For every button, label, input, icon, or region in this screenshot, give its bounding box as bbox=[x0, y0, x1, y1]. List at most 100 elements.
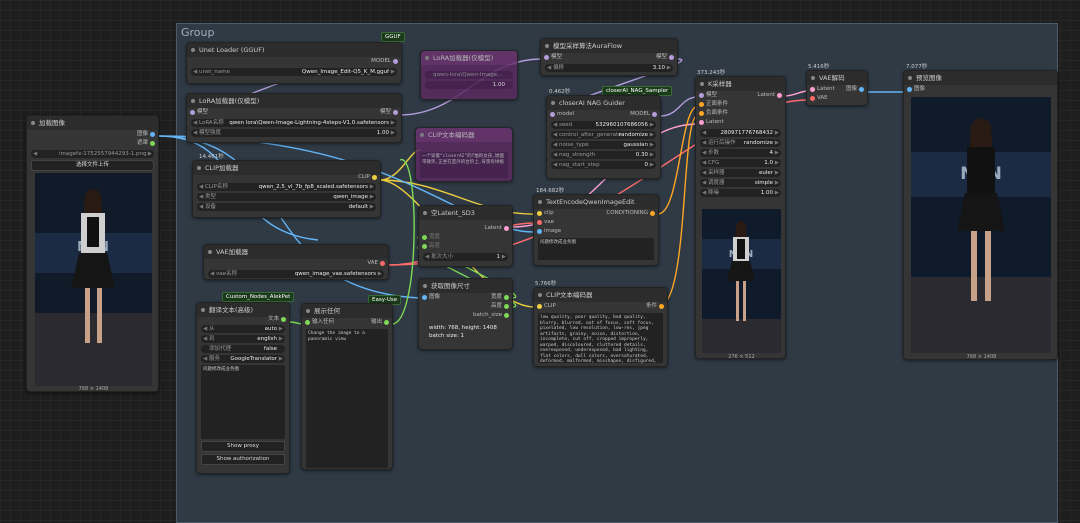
int-socket-icon[interactable] bbox=[422, 244, 427, 249]
image-file-select[interactable]: ◀imagefx-1752557944293-1.png▶ bbox=[31, 150, 154, 158]
input-positive[interactable]: 正面条件 bbox=[696, 100, 785, 109]
image-socket-icon[interactable] bbox=[150, 132, 155, 137]
input-latent[interactable]: Latent bbox=[696, 118, 785, 127]
negative-prompt-textarea[interactable]: low quality, poor quality, bad quality, … bbox=[538, 313, 663, 363]
show-authorization-button[interactable]: Show authorization bbox=[201, 454, 285, 465]
io-image[interactable]: 图像宽度 bbox=[419, 293, 512, 302]
output-text[interactable]: 文本 bbox=[197, 316, 289, 323]
io-model[interactable]: 模型模型 bbox=[541, 53, 677, 62]
output-latent[interactable]: Latent bbox=[419, 224, 512, 233]
image-socket-icon[interactable] bbox=[537, 229, 542, 234]
image-socket-icon[interactable] bbox=[422, 295, 427, 300]
mask-socket-icon[interactable] bbox=[150, 141, 155, 146]
latent-socket-icon[interactable] bbox=[504, 226, 509, 231]
input-vae[interactable]: VAE bbox=[807, 94, 867, 103]
output-model[interactable]: MODEL bbox=[187, 57, 401, 66]
int-socket-icon[interactable] bbox=[504, 304, 509, 309]
seed-input[interactable]: ◀280971776768432▶ bbox=[700, 129, 781, 137]
translate-textarea[interactable]: 问题修改成业务图 bbox=[201, 365, 285, 439]
latent-socket-icon[interactable] bbox=[777, 93, 782, 98]
output-batch[interactable]: batch_size bbox=[419, 311, 512, 320]
model-socket-icon[interactable] bbox=[550, 112, 555, 117]
int-socket-icon[interactable] bbox=[504, 313, 509, 318]
conditioning-socket-icon[interactable] bbox=[650, 211, 655, 216]
model-socket-icon[interactable] bbox=[393, 110, 398, 115]
any-socket-icon[interactable] bbox=[384, 320, 389, 325]
conditioning-socket-icon[interactable] bbox=[699, 102, 704, 107]
clip-socket-icon[interactable] bbox=[537, 304, 542, 309]
image-socket-icon[interactable] bbox=[907, 87, 912, 92]
latent-socket-icon[interactable] bbox=[699, 120, 704, 125]
get-image-size-node[interactable]: 获取图像尺寸 图像宽度 高度 batch_size width: 768, he… bbox=[418, 278, 513, 350]
preview-image-node[interactable]: 预览图像 图像 NAN 768 × 1408 bbox=[903, 70, 1058, 360]
model-socket-icon[interactable] bbox=[190, 110, 195, 115]
output-mask[interactable]: 遮罩 bbox=[27, 139, 158, 148]
conditioning-socket-icon[interactable] bbox=[699, 111, 704, 116]
lora-bypassed-node[interactable]: LoRA加载器(仅模型) qwen-lora\Qwen-Image... 1.0… bbox=[420, 50, 518, 100]
io-any[interactable]: 输入任何输出 bbox=[302, 318, 392, 327]
int-socket-icon[interactable] bbox=[422, 235, 427, 240]
input-image[interactable]: image bbox=[534, 227, 658, 236]
bypassed-lora-name[interactable]: qwen-lora\Qwen-Image... bbox=[425, 71, 513, 79]
image-socket-icon[interactable] bbox=[859, 87, 864, 92]
model-socket-icon[interactable] bbox=[393, 59, 398, 64]
show-any-node[interactable]: 展示任何 输入任何输出 Change the image to a panora… bbox=[301, 303, 393, 470]
vae-socket-icon[interactable] bbox=[810, 96, 815, 101]
model-socket-icon[interactable] bbox=[652, 112, 657, 117]
clip-socket-icon[interactable] bbox=[537, 211, 542, 216]
output-clip[interactable]: CLIP bbox=[193, 174, 380, 181]
show-text-area[interactable]: Change the image to a panoramic view bbox=[306, 329, 388, 468]
io-model[interactable]: 模型模型 bbox=[187, 108, 401, 117]
bypassed-lora-strength[interactable]: 1.00 bbox=[425, 81, 513, 89]
model-socket-icon[interactable] bbox=[699, 93, 704, 98]
model-socket-icon[interactable] bbox=[544, 55, 549, 60]
any-socket-icon[interactable] bbox=[305, 320, 310, 325]
input-vae[interactable]: vae bbox=[534, 218, 658, 227]
input-image[interactable]: 图像 bbox=[904, 85, 1057, 94]
vae-socket-icon[interactable] bbox=[380, 261, 385, 266]
conditioning-socket-icon[interactable] bbox=[659, 304, 664, 309]
int-socket-icon[interactable] bbox=[504, 295, 509, 300]
load-image-node[interactable]: 加载图像 图像 遮罩 ◀imagefx-1752557944293-1.png▶… bbox=[26, 115, 159, 392]
latent-socket-icon[interactable] bbox=[810, 87, 815, 92]
input-width[interactable]: 宽度 bbox=[419, 233, 512, 242]
prompt-textarea[interactable]: 问题修改成业务图 bbox=[538, 238, 654, 260]
output-height[interactable]: 高度 bbox=[419, 302, 512, 311]
clip-encoder-bypassed-node[interactable]: CLIP文本编码器 一个穿着“closerAI”的T恤的女孩,她面带微笑,正坐在… bbox=[415, 127, 513, 182]
string-socket-icon[interactable] bbox=[281, 317, 286, 322]
output-vae[interactable]: VAE bbox=[204, 259, 388, 268]
